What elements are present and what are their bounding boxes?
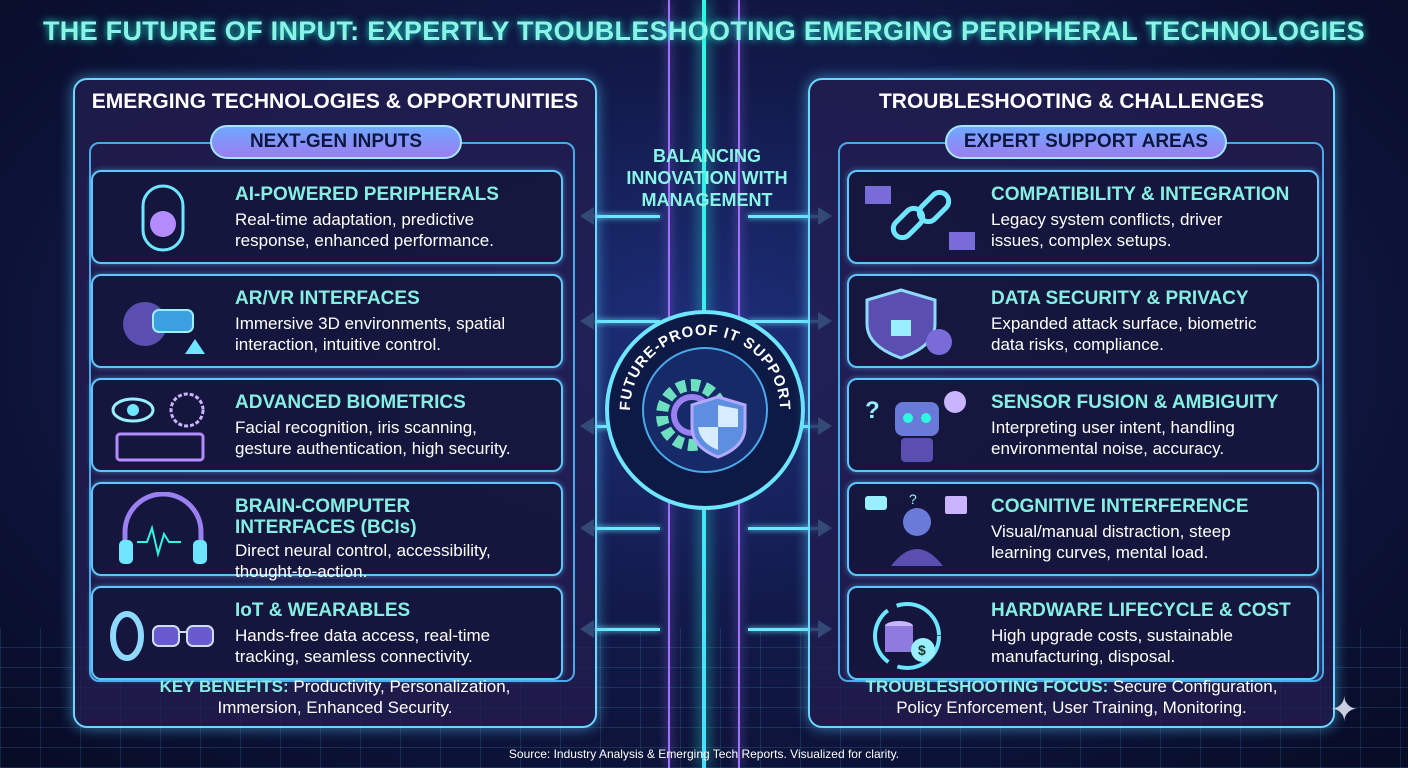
footer-text: Secure Configuration, [1108, 677, 1278, 696]
panel-heading: TROUBLESHOOTING & CHALLENGES [878, 90, 1264, 113]
card-title: AR/VR INTERFACES [235, 288, 420, 309]
card-iot-wearables: IoT & WEARABLES Hands-free data access, … [91, 586, 563, 680]
svg-text:?: ? [909, 492, 917, 507]
footer-text: Productivity, Personalization, [288, 677, 511, 696]
card-title: AI-POWERED PERIPHERALS [235, 184, 499, 205]
card-title: IoT & WEARABLES [235, 600, 411, 621]
arrow-right [748, 628, 820, 631]
footer-text: Immersion, Enhanced Security. [217, 698, 453, 717]
troubleshooting-focus: TROUBLESHOOTING FOCUS: Secure Configurat… [810, 676, 1333, 718]
coins-cycle-icon: $ [873, 602, 941, 670]
caption-line: BALANCING [653, 146, 761, 166]
footer-label: KEY BENEFITS: [159, 677, 289, 696]
card-compatibility-integration: COMPATIBILITY & INTEGRATION Legacy syste… [847, 170, 1319, 264]
panel-heading: EMERGING TECHNOLOGIES & OPPORTUNITIES [91, 90, 579, 113]
vr-headset-icon [123, 302, 205, 354]
card-hardware-lifecycle-cost: $ HARDWARE LIFECYCLE & COST High upgrade… [847, 586, 1319, 680]
card-title: HARDWARE LIFECYCLE & COST [991, 600, 1291, 621]
card-description: Facial recognition, iris scanning,gestur… [235, 418, 511, 458]
caption-line: INNOVATION WITH [626, 168, 788, 188]
headphones-brainwave-icon [119, 492, 207, 564]
card-title: COMPATIBILITY & INTEGRATION [991, 184, 1290, 205]
svg-text:?: ? [865, 397, 880, 424]
source-note: Source: Industry Analysis & Emerging Tec… [508, 747, 900, 761]
ring-glasses-icon [110, 611, 214, 661]
page-title: THE FUTURE OF INPUT: EXPERTLY TROUBLESHO… [42, 16, 1365, 46]
emerging-technologies-panel: EMERGING TECHNOLOGIES & OPPORTUNITIES NE… [73, 78, 597, 728]
card-cognitive-interference: ? COGNITIVE INTERFERENCE Visual/manual d… [847, 482, 1319, 576]
arrow-left [588, 215, 660, 218]
key-benefits: KEY BENEFITS: Productivity, Personalizat… [75, 676, 595, 718]
center-caption: BALANCING INNOVATION WITH MANAGEMENT [612, 145, 802, 211]
arrow-right [748, 215, 820, 218]
card-sensor-fusion-ambiguity: ? SENSOR FUSION & AMBIGUITY Interpreting… [847, 378, 1319, 472]
troubleshooting-panel: TROUBLESHOOTING & CHALLENGES EXPERT SUPP… [808, 78, 1335, 728]
footer-label: TROUBLESHOOTING FOCUS: [865, 677, 1109, 696]
card-advanced-biometrics: ADVANCED BIOMETRICS Facial recognition, … [91, 378, 563, 472]
biometrics-eye-fingerprint-icon [111, 392, 205, 462]
gear-shield-icon [656, 379, 747, 459]
caption-line: MANAGEMENT [641, 190, 773, 210]
arrow-left [588, 527, 660, 530]
confused-robot-icon: ? [865, 391, 966, 462]
arrow-right [748, 320, 820, 323]
ai-mouse-brain-icon [141, 184, 185, 252]
card-title: SENSOR FUSION & AMBIGUITY [991, 392, 1279, 413]
card-data-security-privacy: DATA SECURITY & PRIVACY Expanded attack … [847, 274, 1319, 368]
sparkle-icon: ✦ [1330, 691, 1359, 729]
broken-chain-icon [865, 186, 975, 250]
card-description: Direct neural control, accessibility,tho… [235, 541, 491, 581]
arrow-left [588, 320, 660, 323]
footer-text: Policy Enforcement, User Training, Monit… [896, 698, 1247, 717]
expert-support-pill: EXPERT SUPPORT AREAS [945, 125, 1227, 159]
next-gen-inputs-pill: NEXT-GEN INPUTS [210, 125, 462, 159]
card-ai-powered-peripherals: AI-POWERED PERIPHERALS Real-time adaptat… [91, 170, 563, 264]
card-title: ADVANCED BIOMETRICS [235, 392, 466, 413]
shield-lock-icon [865, 288, 952, 360]
card-title: COGNITIVE INTERFERENCE [991, 496, 1249, 517]
card-title: DATA SECURITY & PRIVACY [991, 288, 1249, 309]
card-ar-vr-interfaces: AR/VR INTERFACES Immersive 3D environmen… [91, 274, 563, 368]
future-proof-badge: FUTURE-PROOF IT SUPPORT [605, 310, 805, 510]
svg-text:$: $ [918, 642, 926, 658]
stressed-person-icon: ? [865, 492, 967, 566]
arrow-right [748, 527, 820, 530]
arrow-left [588, 628, 660, 631]
